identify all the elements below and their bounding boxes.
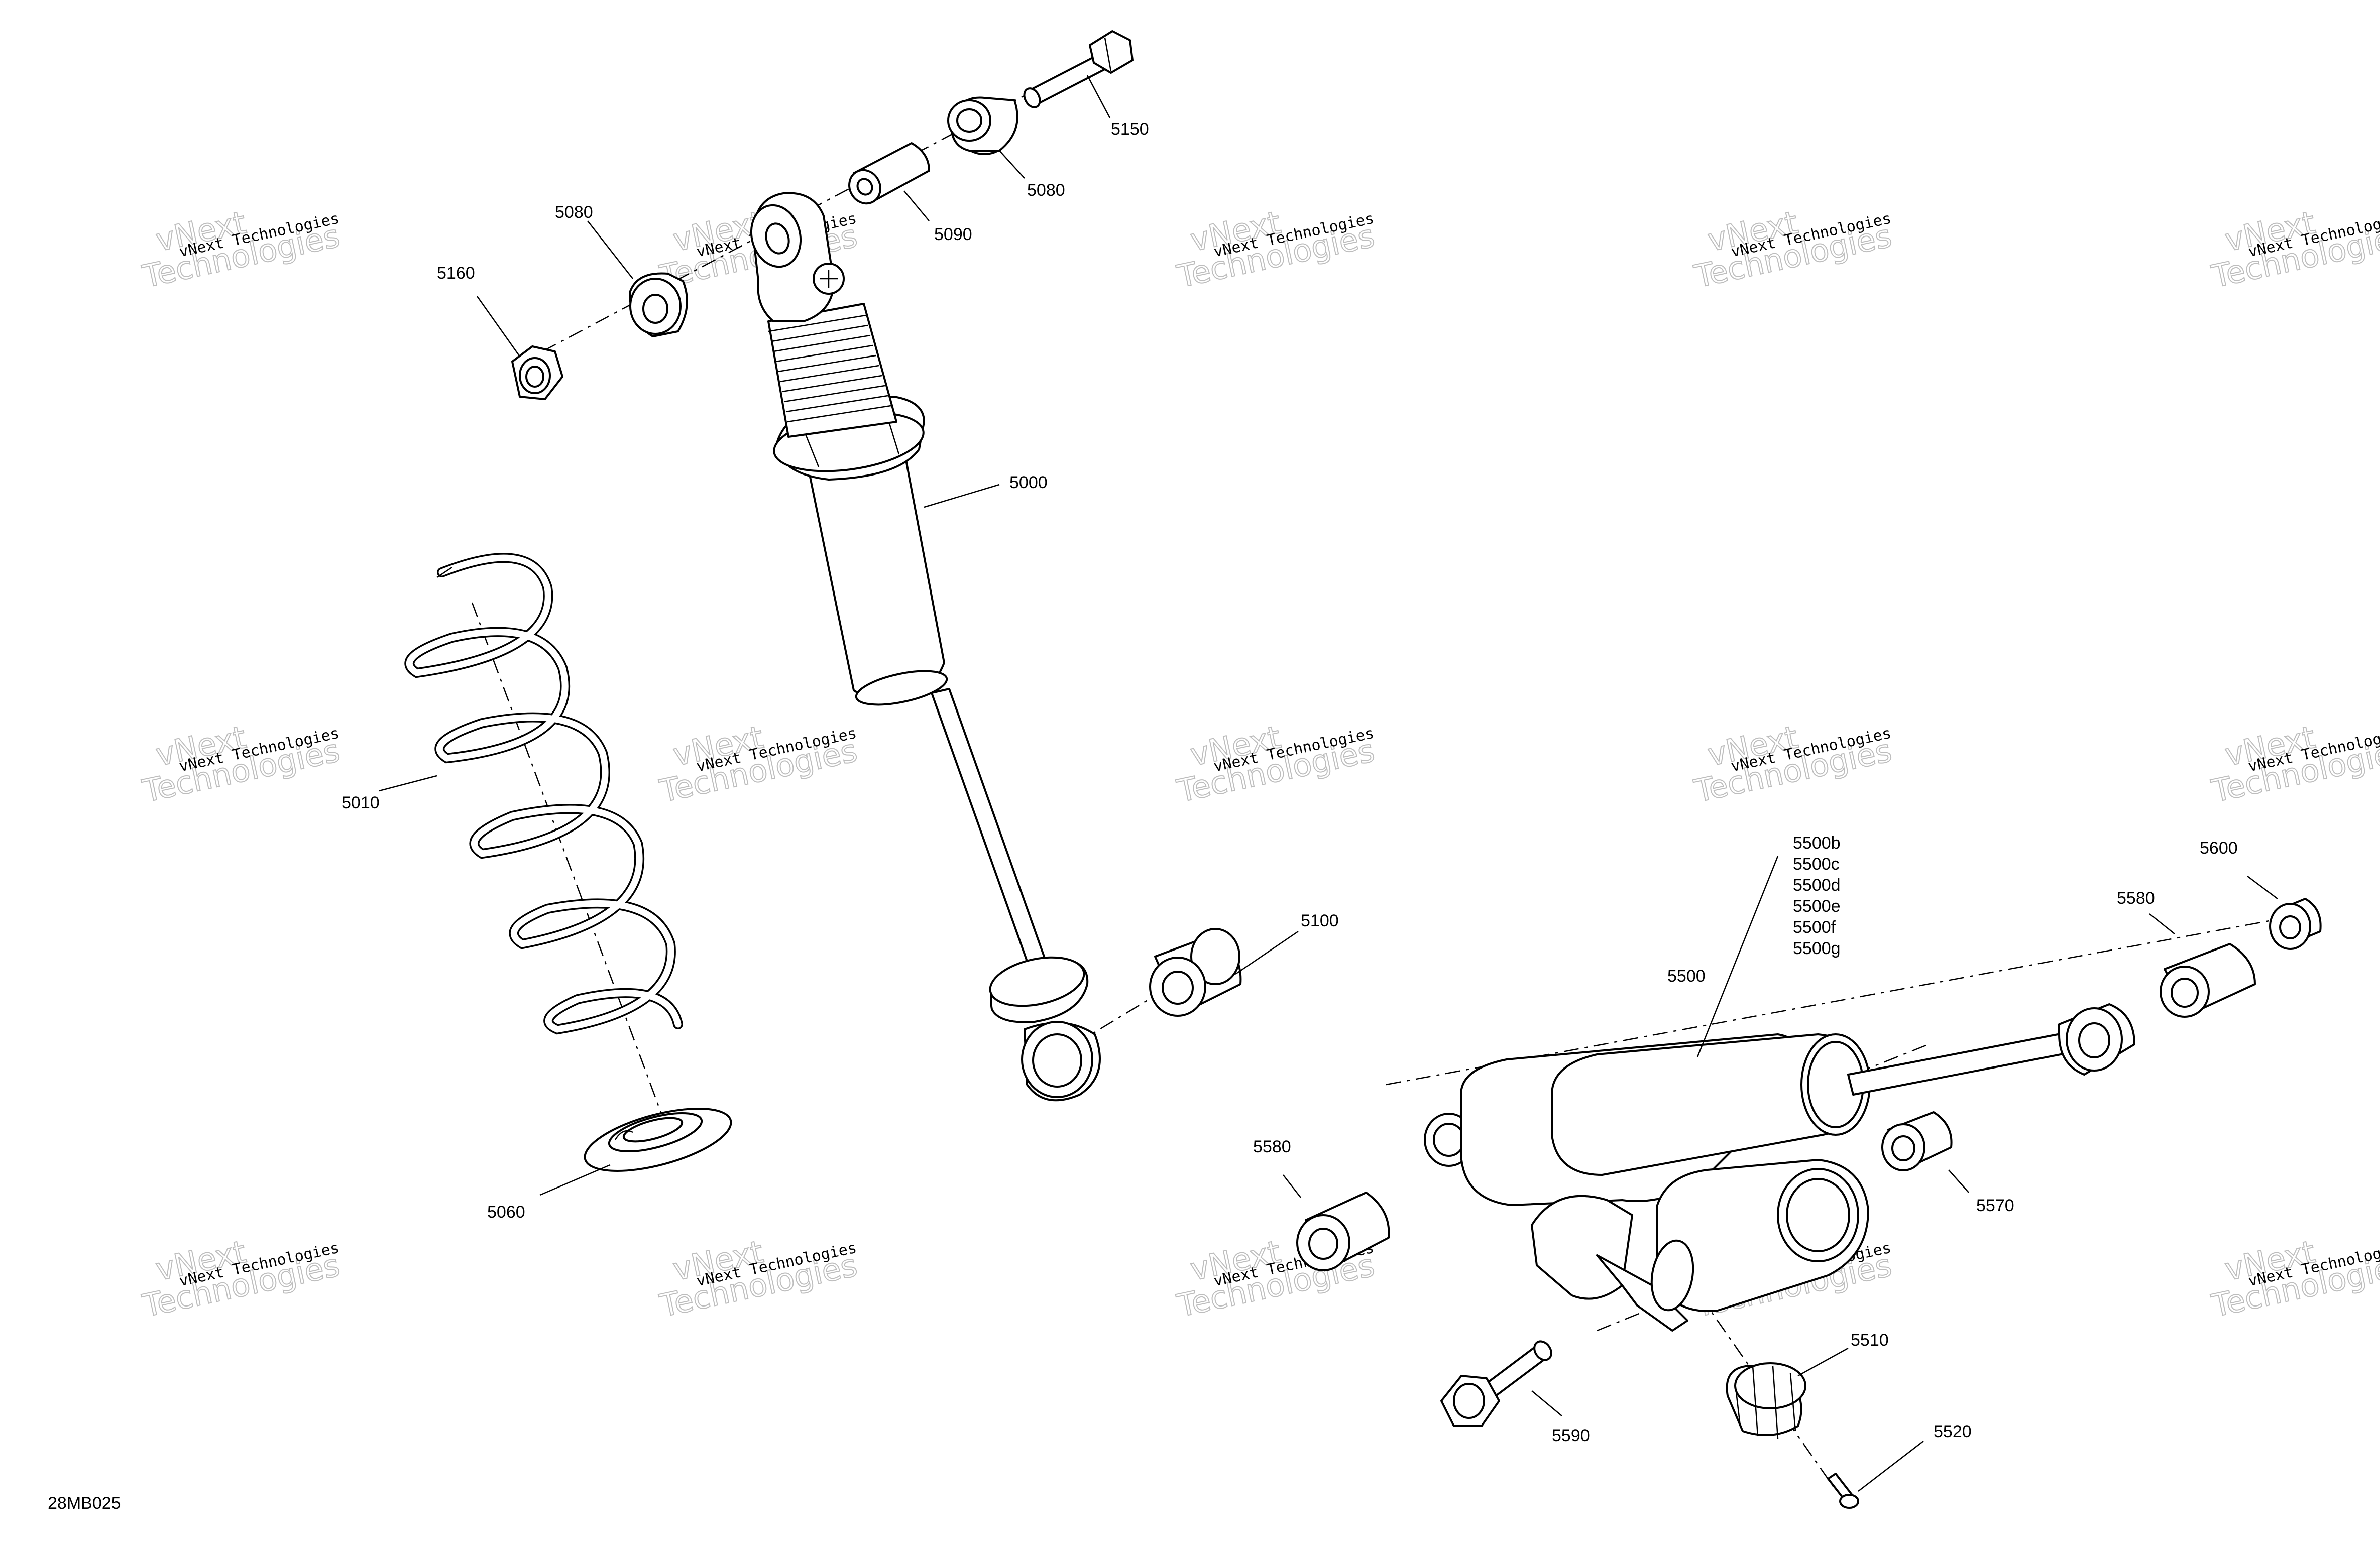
nut-5160 (511, 345, 563, 400)
callout-5000: 5000 (1009, 473, 1048, 492)
callout-5500c: 5500c (1793, 855, 1840, 874)
watermark: vNext Technologies vNext Technologies (1173, 203, 1378, 295)
callout-5080-top: 5080 (1027, 181, 1065, 200)
bushing-5100 (1149, 928, 1242, 1017)
watermark: vNext Technologies vNext Technologies (2208, 1233, 2380, 1325)
reservoir-eyelet (2058, 1003, 2135, 1076)
bolt-5590 (1440, 1340, 1552, 1427)
callout-5570: 5570 (1976, 1196, 2014, 1215)
screw-5520 (1827, 1473, 1859, 1509)
shock-absorber-5000 (750, 192, 1101, 1102)
callout-5590: 5590 (1552, 1426, 1590, 1445)
watermark: vNext Technologies vNext Technologies (1690, 203, 1895, 295)
callout-5580-right: 5580 (2117, 889, 2155, 908)
callout-5160: 5160 (437, 264, 475, 283)
callout-5150: 5150 (1111, 120, 1149, 139)
callout-labels: 5150 5080 5090 5080 5160 5000 5010 5060 … (342, 120, 2238, 1445)
watermark: vNext Technologies vNext Technologies (656, 718, 861, 810)
thread-lines (768, 314, 891, 423)
callout-5600: 5600 (2200, 839, 2238, 858)
callout-5510: 5510 (1851, 1331, 1889, 1350)
callout-5500: 5500 (1667, 967, 1706, 986)
callout-5500-variants: 5500b 5500c 5500d 5500e 5500f 5500g (1793, 834, 1841, 958)
callout-5500d: 5500d (1793, 876, 1841, 895)
callout-5080-left: 5080 (555, 203, 593, 222)
callout-5500f: 5500f (1793, 918, 1836, 937)
sleeve-5580-right (2160, 943, 2256, 1018)
watermark: vNext Technologies vNext Technologies (2208, 203, 2380, 295)
reservoir-assembly-5500 (1424, 1028, 2088, 1332)
sleeve-5570 (1881, 1111, 1953, 1171)
watermark: vNext Technologies vNext Technologies (1173, 718, 1378, 810)
bushing-5600 (2269, 898, 2322, 950)
watermark: vNext Technologies vNext Technologies (139, 203, 344, 295)
watermark: vNext Technologies vNext Technologies (2208, 718, 2380, 810)
bushing-5080-top (947, 96, 1018, 155)
callout-5580-left: 5580 (1253, 1137, 1291, 1156)
watermark: vNext Technologies vNext Technologies (139, 718, 344, 810)
callout-5500g: 5500g (1793, 939, 1841, 958)
bolt-5150 (1023, 30, 1134, 108)
callout-5500b: 5500b (1793, 834, 1841, 853)
callout-5010: 5010 (342, 793, 380, 812)
callout-5100: 5100 (1301, 911, 1339, 930)
spring-seat-5060 (584, 1108, 732, 1172)
adjuster-knob-5510 (1726, 1362, 1806, 1439)
coil-spring-5010 (404, 553, 683, 1035)
callout-5500e: 5500e (1793, 897, 1841, 916)
watermark: vNext Technologies vNext Technologies (139, 1233, 344, 1325)
callout-5060: 5060 (487, 1203, 525, 1222)
sleeve-5580-left (1296, 1192, 1390, 1271)
watermark: vNext Technologies vNext Technologies (656, 1233, 861, 1325)
bushing-5080-left (629, 272, 688, 337)
watermark: vNext Technologies vNext Technologies (1690, 718, 1895, 810)
figure-reference: 28MB025 (48, 1494, 121, 1513)
sleeve-5090 (848, 142, 930, 205)
leader-lines (379, 75, 2278, 1492)
callout-5520: 5520 (1934, 1422, 1972, 1441)
callout-5090: 5090 (934, 225, 972, 244)
